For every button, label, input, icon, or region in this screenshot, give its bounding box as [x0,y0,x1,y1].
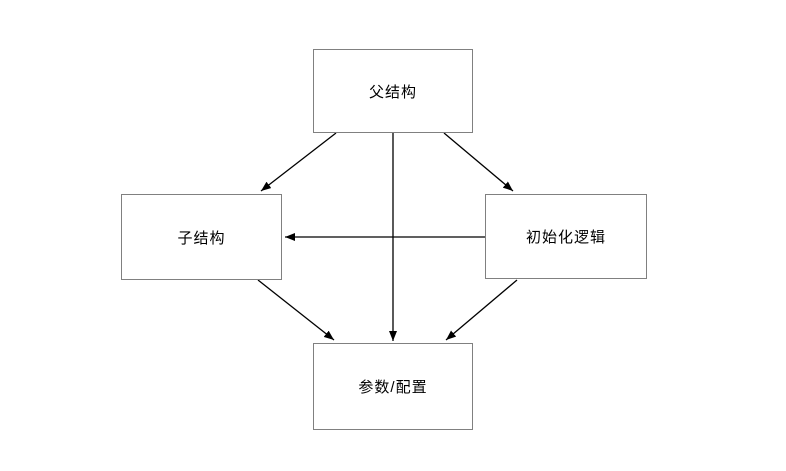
edge-parent-to-init [443,132,514,192]
edge-child-to-config [257,279,335,341]
edge-parent-to-child [260,132,337,192]
node-parent-structure-label: 父结构 [368,83,417,101]
node-child-structure-label: 子结构 [177,229,226,247]
node-parent-structure[interactable]: 父结构 [313,49,473,133]
edge-init-to-config [445,279,518,341]
node-initialization-logic-label: 初始化逻辑 [525,229,606,246]
node-parameters-config[interactable]: 参数/配置 [313,343,473,430]
node-child-structure[interactable]: 子结构 [121,194,282,280]
node-initialization-logic[interactable]: 初始化逻辑 [485,194,647,279]
node-parameters-config-label: 参数/配置 [358,379,428,396]
